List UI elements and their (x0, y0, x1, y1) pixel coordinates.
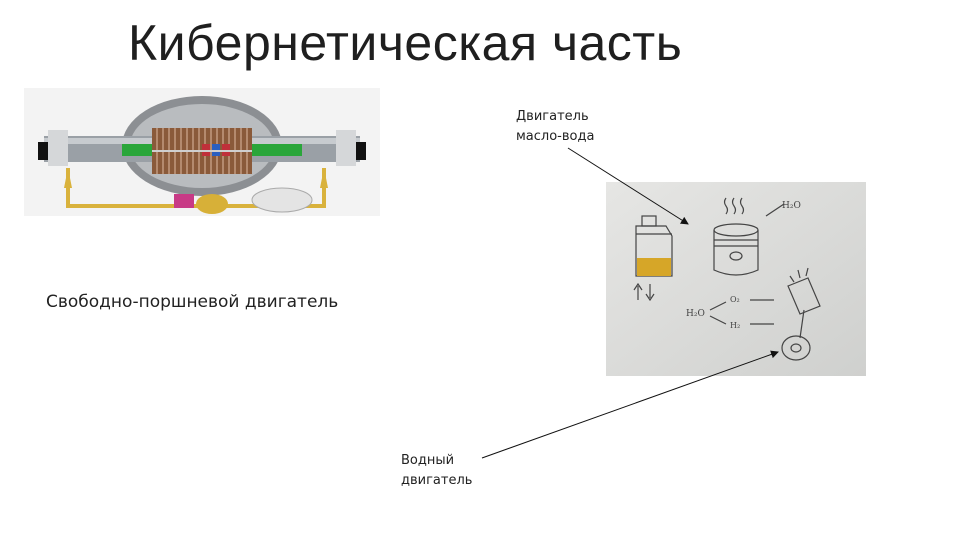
oil-water-engine-label: Двигатель масло-вода (516, 107, 594, 147)
sketch-h2: H₂ (730, 321, 740, 330)
water-label-line-2: двигатель (401, 473, 473, 488)
water-engine-label: Водный двигатель (401, 451, 472, 491)
oil-water-label-line-1: Двигатель (516, 109, 589, 124)
slide-title: Кибернетическая часть (128, 15, 683, 71)
free-piston-engine-illustration (24, 88, 380, 216)
oil-water-label-line-2: масло-вода (516, 129, 595, 144)
sketch-o2: O₂ (730, 295, 740, 304)
water-label-line-1: Водный (401, 453, 455, 468)
sketch-h2o-top: H₂O (782, 201, 801, 211)
sketch-h2o-mid: H₂O (686, 309, 705, 319)
free-piston-engine-label: Свободно-поршневой двигатель (46, 292, 339, 312)
water-engine-sketch-photo: H₂O H₂O O₂ H₂ (606, 182, 866, 376)
